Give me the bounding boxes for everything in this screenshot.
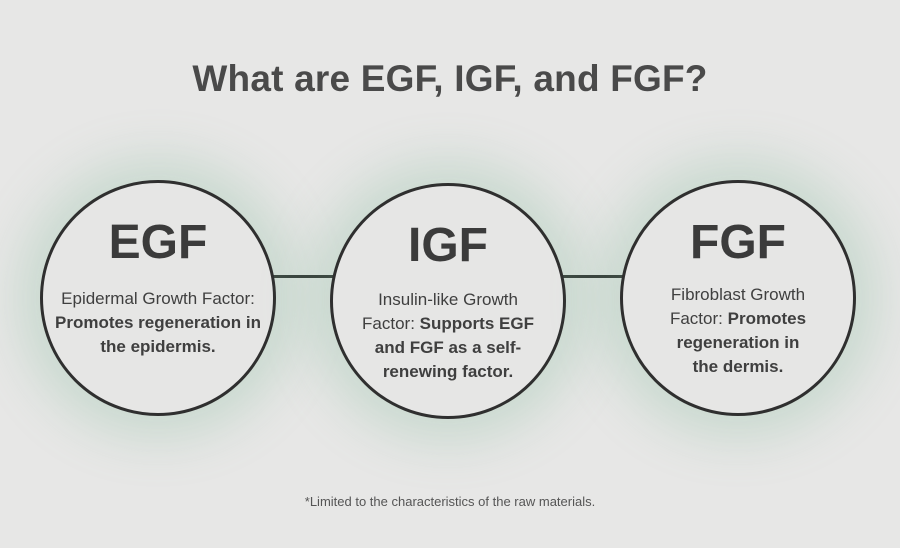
igf-circle: IGF Insulin-like Growth Factor: Supports… [330, 183, 566, 419]
igf-abbreviation: IGF [408, 219, 488, 272]
connector-igf-fgf [560, 275, 630, 278]
egf-description: Epidermal Growth Factor: Promotes regene… [53, 287, 263, 359]
connector-egf-igf [270, 275, 340, 278]
egf-effect: Promotes regeneration in the epidermis. [55, 313, 261, 356]
fgf-abbreviation: FGF [690, 216, 786, 269]
igf-description: Insulin-like Growth Factor: Supports EGF… [359, 288, 537, 384]
fgf-full-name: Fibroblast Growth Factor: [669, 285, 806, 328]
egf-circle: EGF Epidermal Growth Factor: Promotes re… [40, 180, 276, 416]
fgf-description: Fibroblast Growth Factor: Promotes regen… [663, 283, 813, 379]
egf-full-name: Epidermal Growth Factor: [61, 289, 255, 308]
fgf-circle: FGF Fibroblast Growth Factor: Promotes r… [620, 180, 856, 416]
egf-abbreviation: EGF [108, 216, 208, 269]
igf-full-name: Insulin-like Growth Factor: [362, 290, 518, 333]
footnote: *Limited to the characteristics of the r… [304, 494, 596, 509]
page-title: What are EGF, IGF, and FGF? [192, 58, 708, 99]
fgf-effect: Promotes regeneration in the dermis. [676, 309, 807, 376]
igf-effect: Supports EGF and FGF as a self-renewing … [374, 314, 534, 381]
